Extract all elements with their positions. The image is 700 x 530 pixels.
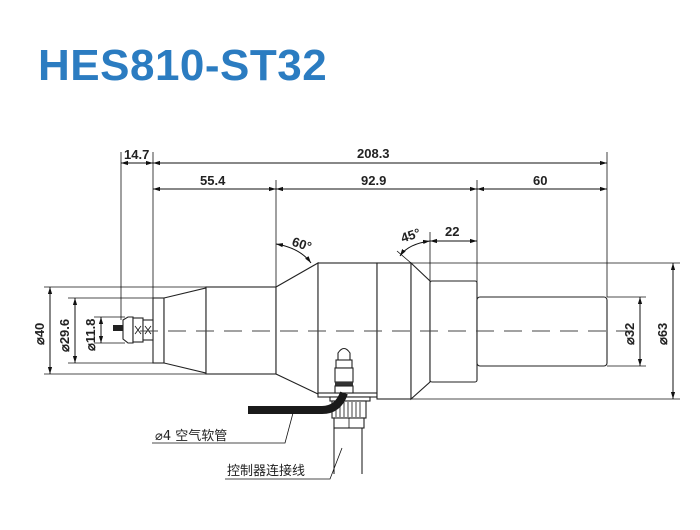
model-title: HES810-ST32 (38, 41, 328, 90)
dim-chamfer-angle: 45° (399, 225, 422, 245)
horizontal-dimensions (121, 160, 607, 244)
dim-spindle-length: 60 (533, 173, 547, 188)
dim-dia-front: ⌀40 (32, 323, 47, 345)
vertical-dimensions (47, 263, 676, 399)
air-hose (248, 391, 348, 414)
angle-arcs (275, 239, 431, 264)
leader-lines (152, 412, 343, 480)
extension-lines (44, 152, 680, 400)
dim-step-length: 22 (445, 224, 459, 239)
dim-dia-body: ⌀63 (655, 323, 670, 345)
label-air-hose: ⌀4 空气软管 (155, 428, 227, 444)
dim-middle-section: 92.9 (361, 173, 386, 188)
collet-tool (113, 316, 154, 344)
dim-overall-length: 208.3 (357, 146, 390, 161)
dim-dia-nose: ⌀29.6 (57, 319, 72, 352)
label-controller-cable: 控制器连接线 (227, 463, 305, 479)
dim-taper-angle: 60° (290, 234, 313, 254)
dim-dia-spindle: ⌀32 (622, 323, 637, 345)
dim-nose-length: 14.7 (124, 147, 149, 162)
dim-front-section: 55.4 (200, 173, 226, 188)
dim-dia-collet: ⌀11.8 (83, 319, 98, 351)
air-fitting (334, 347, 354, 394)
